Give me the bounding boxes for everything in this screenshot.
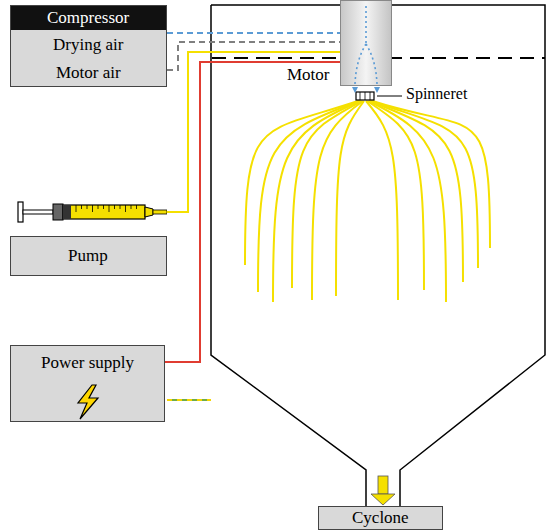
feed-line [167,52,340,212]
spinneret-holes [360,92,370,100]
fibre-jet [336,101,364,296]
leader-line [377,96,402,97]
flow-arrow-head [371,494,395,505]
cyclone-box: Cyclone [318,506,443,530]
fibre-jet [373,101,491,248]
spinneret-symbol [356,92,374,100]
box-title: Power supply [41,353,134,373]
motor-box: Motor [340,0,392,86]
box-title: Pump [68,246,108,266]
air-arrows [352,87,380,93]
outlet-label: Motor air [56,63,121,83]
syringe-symbol [10,198,167,234]
motor-airflow [340,0,392,86]
pump-unit: Pump [10,198,167,276]
fibre-jets [245,101,490,302]
airflow-dotted [355,6,377,84]
part-name: Motor [287,65,330,85]
box-title: Cyclone [352,508,409,528]
fibre-jet [366,101,398,300]
feed-line [165,62,340,362]
box-title: Compressor [47,8,129,28]
feed-line [167,32,340,34]
compressor-box: CompressorDrying airMotor air [10,5,167,87]
ground-wire-stripe [167,399,211,401]
part-label: Spinneret [406,84,467,104]
outlet-label: Drying air [53,35,123,55]
flow-arrow-shaft [378,476,388,494]
fibre-jet [292,101,362,288]
ground-wire [167,399,211,401]
fibre-jet [370,101,463,282]
power-supply-box: Power supply [10,345,165,422]
